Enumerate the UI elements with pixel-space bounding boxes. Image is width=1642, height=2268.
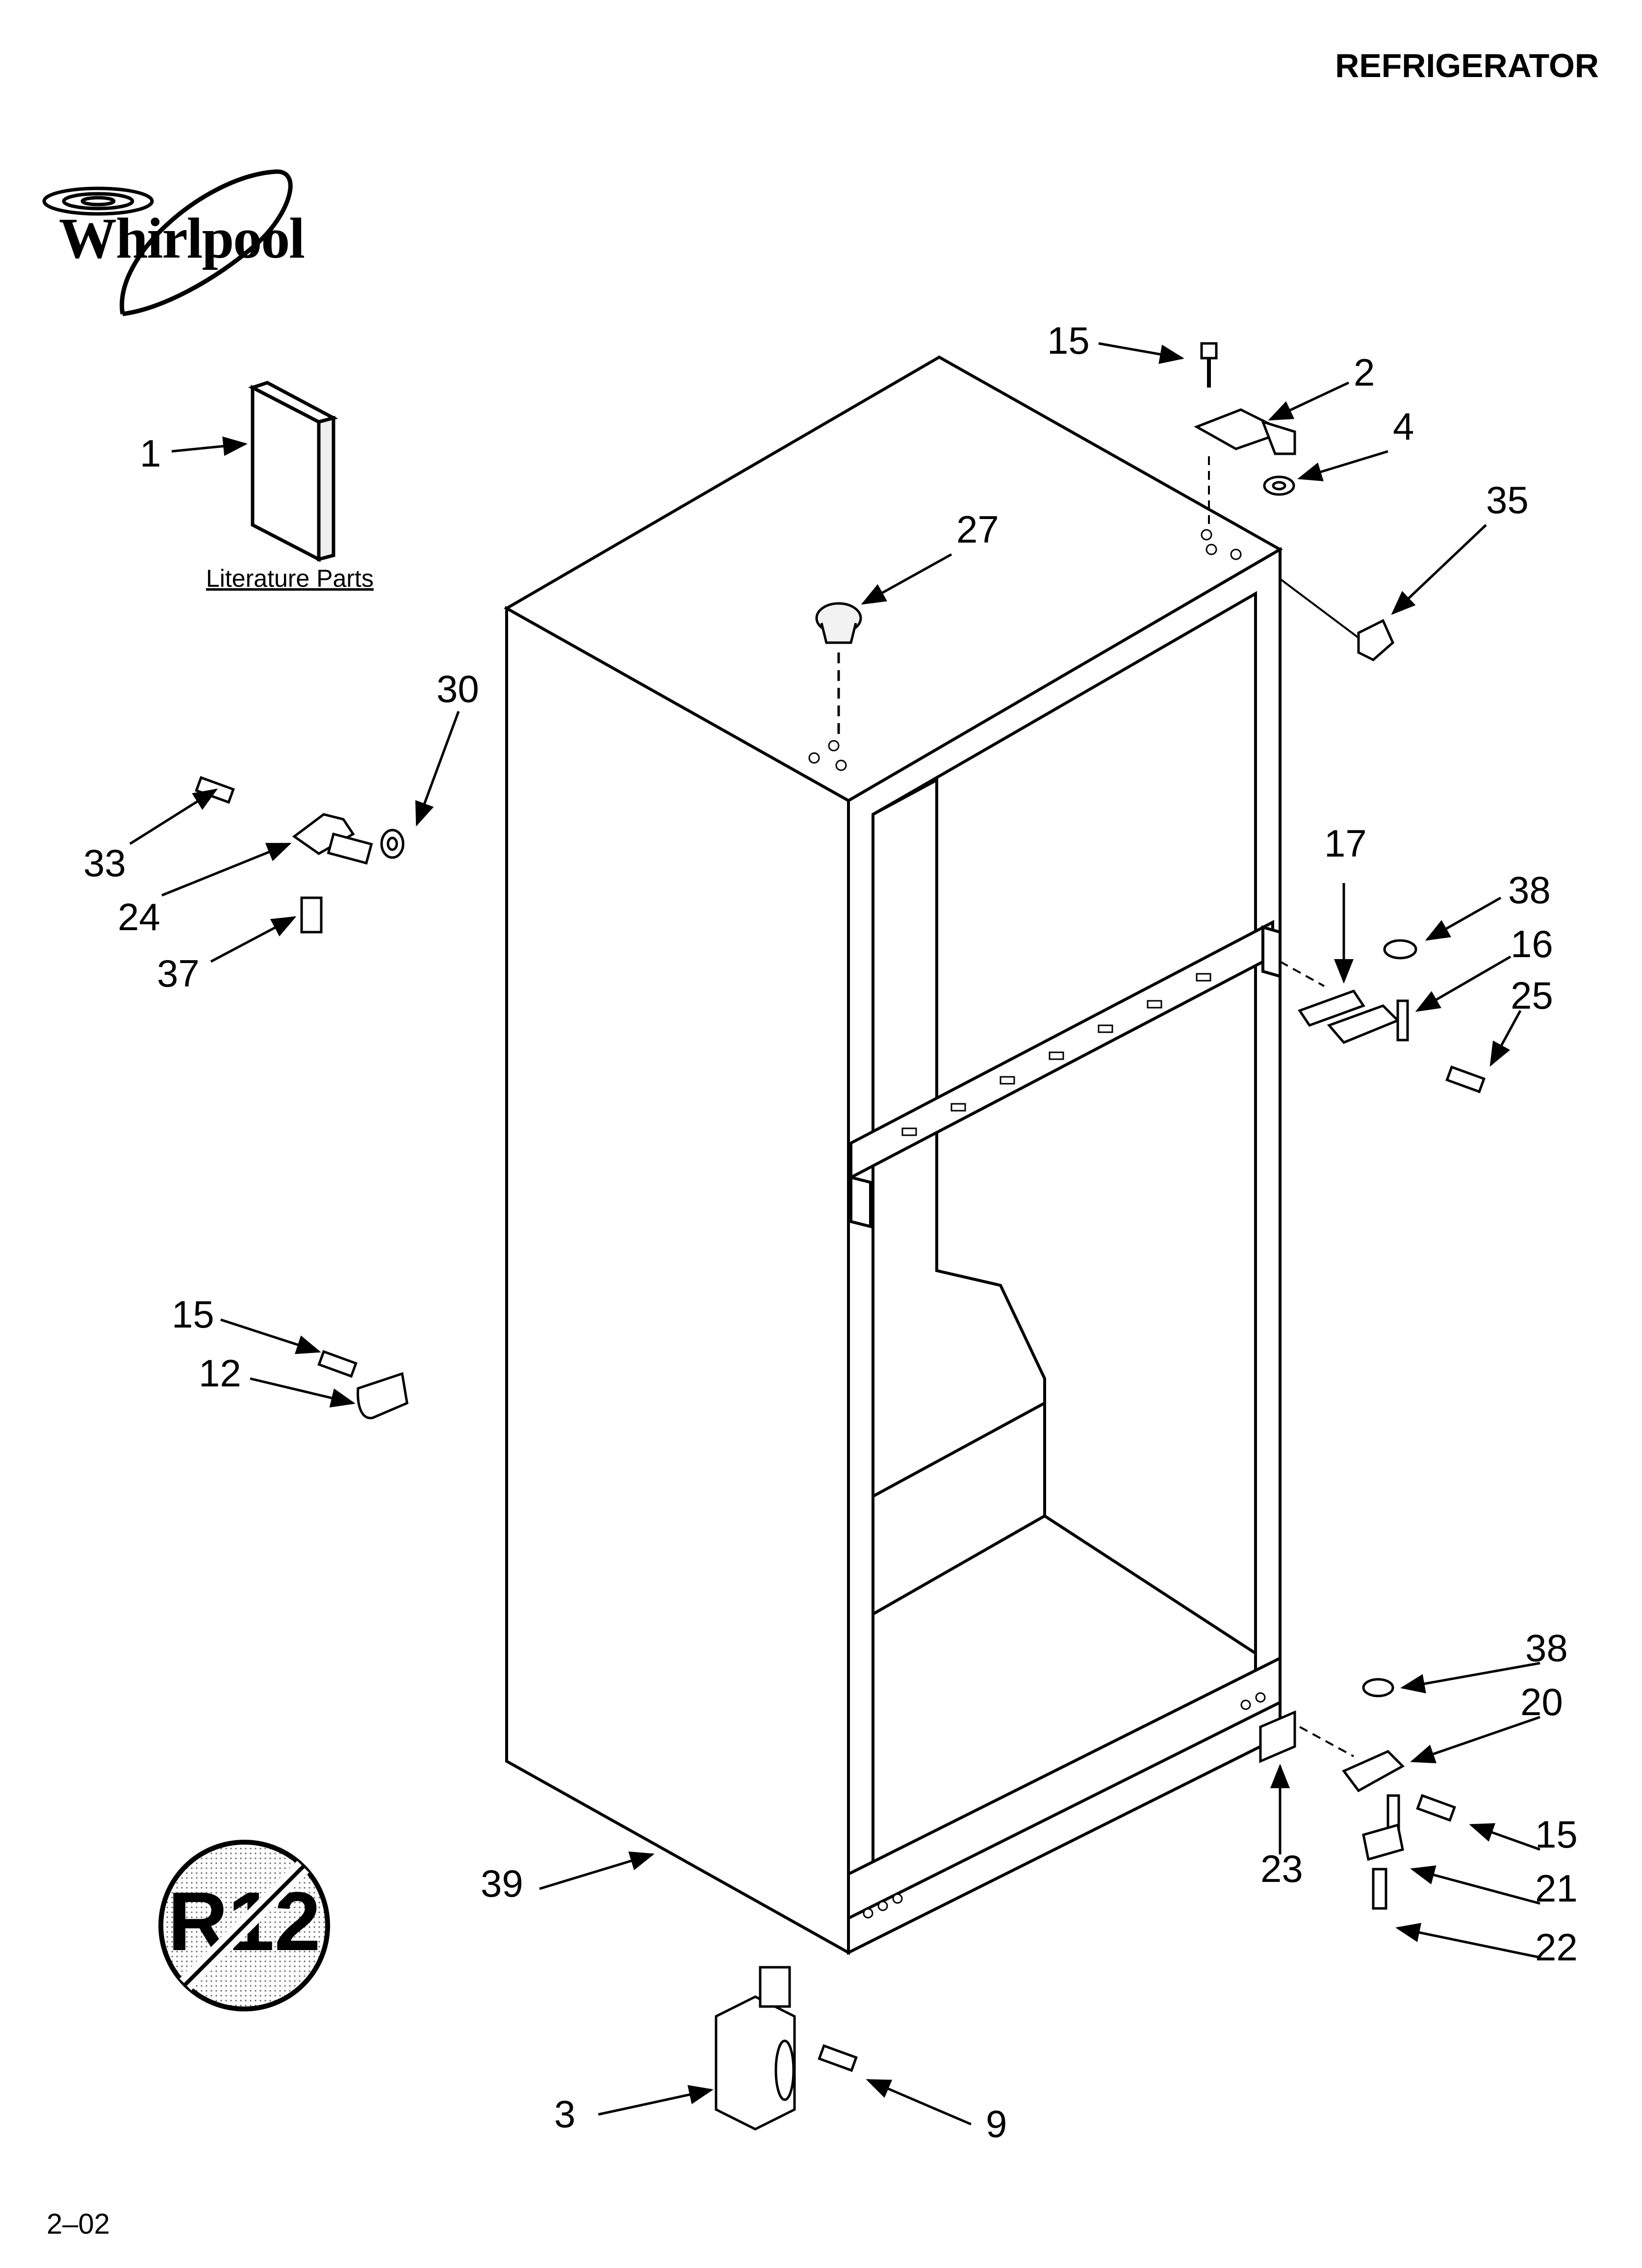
revision-code: 2–02 [47,2208,110,2240]
left-hinge-24-icon [195,776,405,934]
callout-37: 37 [157,952,200,995]
callout-39: 39 [481,1862,523,1905]
callout-15-right: 15 [1535,1813,1578,1856]
bracket-12-icon [317,1350,409,1419]
center-hinge-16-icon [1298,939,1486,1094]
page-title: REFRIGERATOR [1335,47,1599,84]
callout-3: 3 [554,2092,576,2136]
bottom-hinge-20-icon [1259,1678,1456,1910]
callout-4: 4 [1393,405,1414,448]
top-hinge-2-icon [1194,342,1296,496]
callout-30: 30 [436,667,479,710]
callout-27: 27 [956,508,999,551]
callout-21: 21 [1535,1867,1578,1910]
literature-parts-label: Literature Parts [206,565,374,592]
callout-15-left: 15 [172,1293,214,1336]
callout-38-lower: 38 [1525,1626,1568,1669]
callout-20: 20 [1520,1680,1563,1723]
callout-25: 25 [1511,974,1553,1017]
callout-17: 17 [1324,822,1367,865]
callout-15-top: 15 [1047,319,1090,362]
callout-2: 2 [1354,351,1375,394]
cap-35-icon [1357,619,1395,661]
leader-arrows [129,342,1540,2126]
plug-27-icon [815,602,862,644]
callout-35: 35 [1486,478,1529,521]
callout-33: 33 [83,841,126,885]
callout-24: 24 [118,895,160,938]
no-r12-badge-icon: R12 [158,1840,330,2011]
callout-23: 23 [1260,1847,1303,1890]
whirlpool-swirl-icon [42,169,293,316]
callout-22: 22 [1535,1926,1578,1969]
refrigerator-cabinet [503,355,1283,1955]
control-3-icon [715,1966,858,2131]
cabinet-holes [808,529,1266,1919]
callout-38-upper: 38 [1508,868,1551,912]
callout-16: 16 [1511,922,1553,965]
callout-12: 12 [199,1352,241,1395]
callout-9: 9 [986,2102,1007,2145]
divider-rail-slots [901,973,1211,1136]
literature-book-icon [248,381,338,562]
callout-1: 1 [140,432,161,475]
